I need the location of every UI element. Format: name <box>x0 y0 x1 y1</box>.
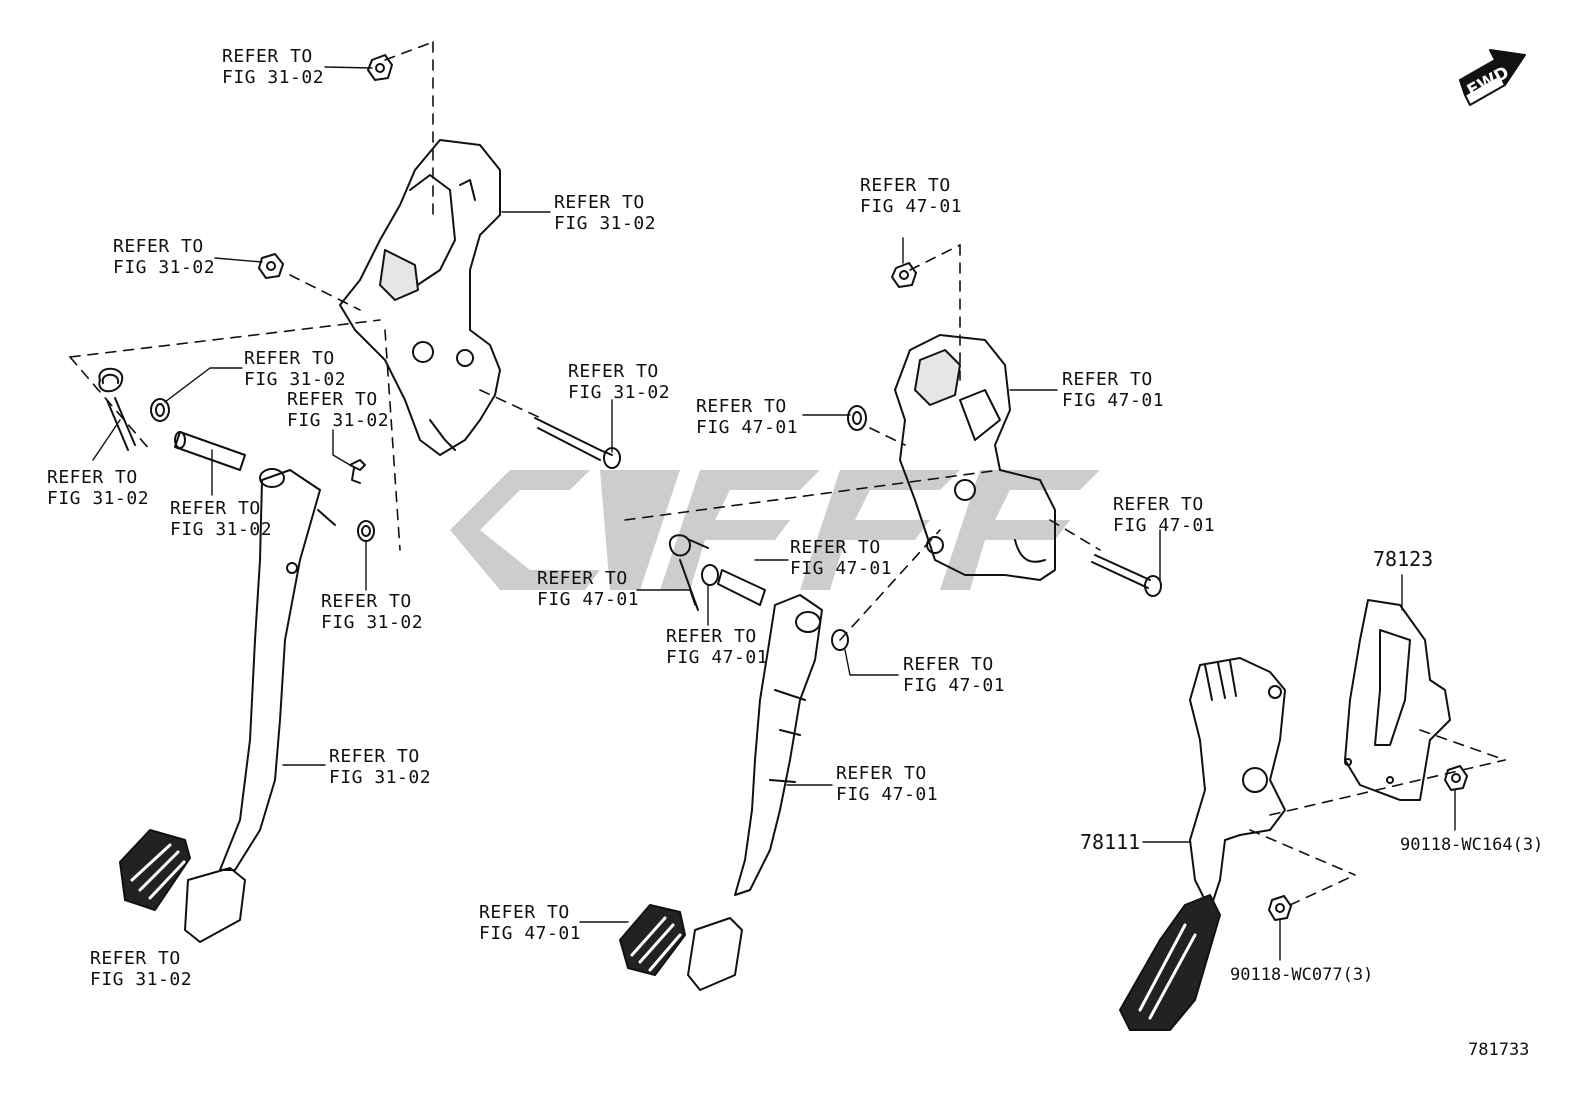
ref-label-line1: REFER TO <box>836 763 927 784</box>
clutch-small-parts <box>98 54 621 542</box>
ref-label-line1: REFER TO <box>1062 369 1153 390</box>
ref-label: REFER TO FIG 31-02 <box>47 467 149 509</box>
ref-label-line2: FIG 31-02 <box>321 612 424 633</box>
part-number-78111[interactable]: 78111 <box>1080 830 1141 854</box>
ref-label-line1: REFER TO <box>1113 494 1204 515</box>
ref-label-line2: FIG 31-02 <box>244 369 347 390</box>
ref-label: REFER TO FIG 31-02 <box>287 389 389 431</box>
ref-label: REFER TO FIG 47-01 <box>860 175 962 217</box>
ref-label-line1: REFER TO <box>329 746 420 767</box>
ref-label-line2: FIG 31-02 <box>222 67 325 88</box>
ref-label-line2: FIG 31-02 <box>47 488 150 509</box>
ref-label: REFER TO FIG 31-02 <box>321 591 423 633</box>
ref-label-line2: FIG 47-01 <box>1113 515 1216 536</box>
ref-label: REFER TO FIG 47-01 <box>790 537 892 579</box>
clutch-pedal-drawing <box>119 468 336 943</box>
ref-label-line2: FIG 31-02 <box>568 382 671 403</box>
ref-label-line2: FIG 31-02 <box>329 767 432 788</box>
watermark-logo <box>450 470 1100 590</box>
ref-label-line1: REFER TO <box>568 361 659 382</box>
ref-label-line1: REFER TO <box>244 348 335 369</box>
ref-label-line1: REFER TO <box>554 192 645 213</box>
brake-dashed-lines <box>624 244 1101 641</box>
ref-label: REFER TO FIG 31-02 <box>113 236 215 278</box>
ref-label: REFER TO FIG 47-01 <box>666 626 768 668</box>
ref-label-line1: REFER TO <box>170 498 261 519</box>
ref-label: REFER TO FIG 47-01 <box>903 654 1005 696</box>
ref-label: REFER TO FIG 31-02 <box>554 192 656 234</box>
ref-label-line2: FIG 47-01 <box>790 558 893 579</box>
ref-label: REFER TO FIG 31-02 <box>329 746 431 788</box>
ref-label-line2: FIG 47-01 <box>836 784 939 805</box>
ref-label-line1: REFER TO <box>222 46 313 67</box>
ref-label-line1: REFER TO <box>537 568 628 589</box>
ref-label: REFER TO FIG 31-02 <box>170 498 272 540</box>
ref-label-line2: FIG 31-02 <box>113 257 216 278</box>
brake-small-parts <box>668 262 1162 651</box>
leader-lines <box>92 66 1456 961</box>
part-number-78123[interactable]: 78123 <box>1373 547 1434 571</box>
ref-label-line2: FIG 47-01 <box>1062 390 1165 411</box>
ref-label: REFER TO FIG 47-01 <box>836 763 938 805</box>
ref-label-line1: REFER TO <box>666 626 757 647</box>
clutch-dashed-lines <box>69 41 546 551</box>
ref-label-line1: REFER TO <box>47 467 138 488</box>
ref-label: REFER TO FIG 47-01 <box>537 568 639 610</box>
ref-label: REFER TO FIG 31-02 <box>244 348 346 390</box>
ref-label-line2: FIG 47-01 <box>860 196 963 217</box>
ref-label-line1: REFER TO <box>321 591 412 612</box>
accelerator-bracket-drawing <box>1344 599 1451 801</box>
ref-label-line1: REFER TO <box>287 389 378 410</box>
ref-label-line2: FIG 31-02 <box>170 519 273 540</box>
ref-label-line1: REFER TO <box>860 175 951 196</box>
brake-pedal-drawing <box>619 594 823 991</box>
ref-label-line2: FIG 31-02 <box>287 410 390 431</box>
ref-label-line1: REFER TO <box>903 654 994 675</box>
brake-bracket-drawing <box>894 334 1056 581</box>
diagram-id: 781733 <box>1468 1040 1530 1060</box>
accelerator-pedal-drawing <box>1119 657 1286 1031</box>
ref-label-line1: REFER TO <box>90 948 181 969</box>
part-number-nut-upper[interactable]: 90118-WC164(3) <box>1400 835 1544 855</box>
part-number-nut-lower[interactable]: 90118-WC077(3) <box>1230 965 1374 985</box>
clutch-bracket-drawing <box>339 139 501 456</box>
ref-label: REFER TO FIG 31-02 <box>568 361 670 403</box>
accelerator-dashed-lines <box>1249 729 1506 906</box>
ref-label-line2: FIG 31-02 <box>90 969 193 990</box>
ref-label-line1: REFER TO <box>113 236 204 257</box>
ref-label-line2: FIG 31-02 <box>554 213 657 234</box>
ref-label: REFER TO FIG 47-01 <box>479 902 581 944</box>
ref-label: REFER TO FIG 47-01 <box>1113 494 1215 536</box>
ref-label: REFER TO FIG 47-01 <box>1062 369 1164 411</box>
fwd-arrow-icon <box>1459 49 1526 106</box>
ref-label: REFER TO FIG 31-02 <box>90 948 192 990</box>
ref-label-line2: FIG 47-01 <box>666 647 769 668</box>
ref-label-line2: FIG 47-01 <box>696 417 799 438</box>
ref-label: REFER TO FIG 31-02 <box>222 46 324 88</box>
ref-label-line1: REFER TO <box>790 537 881 558</box>
ref-label-line2: FIG 47-01 <box>537 589 640 610</box>
ref-label-line2: FIG 47-01 <box>903 675 1006 696</box>
ref-label-line1: REFER TO <box>696 396 787 417</box>
ref-label-line2: FIG 47-01 <box>479 923 582 944</box>
ref-label-line1: REFER TO <box>479 902 570 923</box>
accelerator-nuts <box>1268 765 1468 921</box>
ref-label: REFER TO FIG 47-01 <box>696 396 798 438</box>
